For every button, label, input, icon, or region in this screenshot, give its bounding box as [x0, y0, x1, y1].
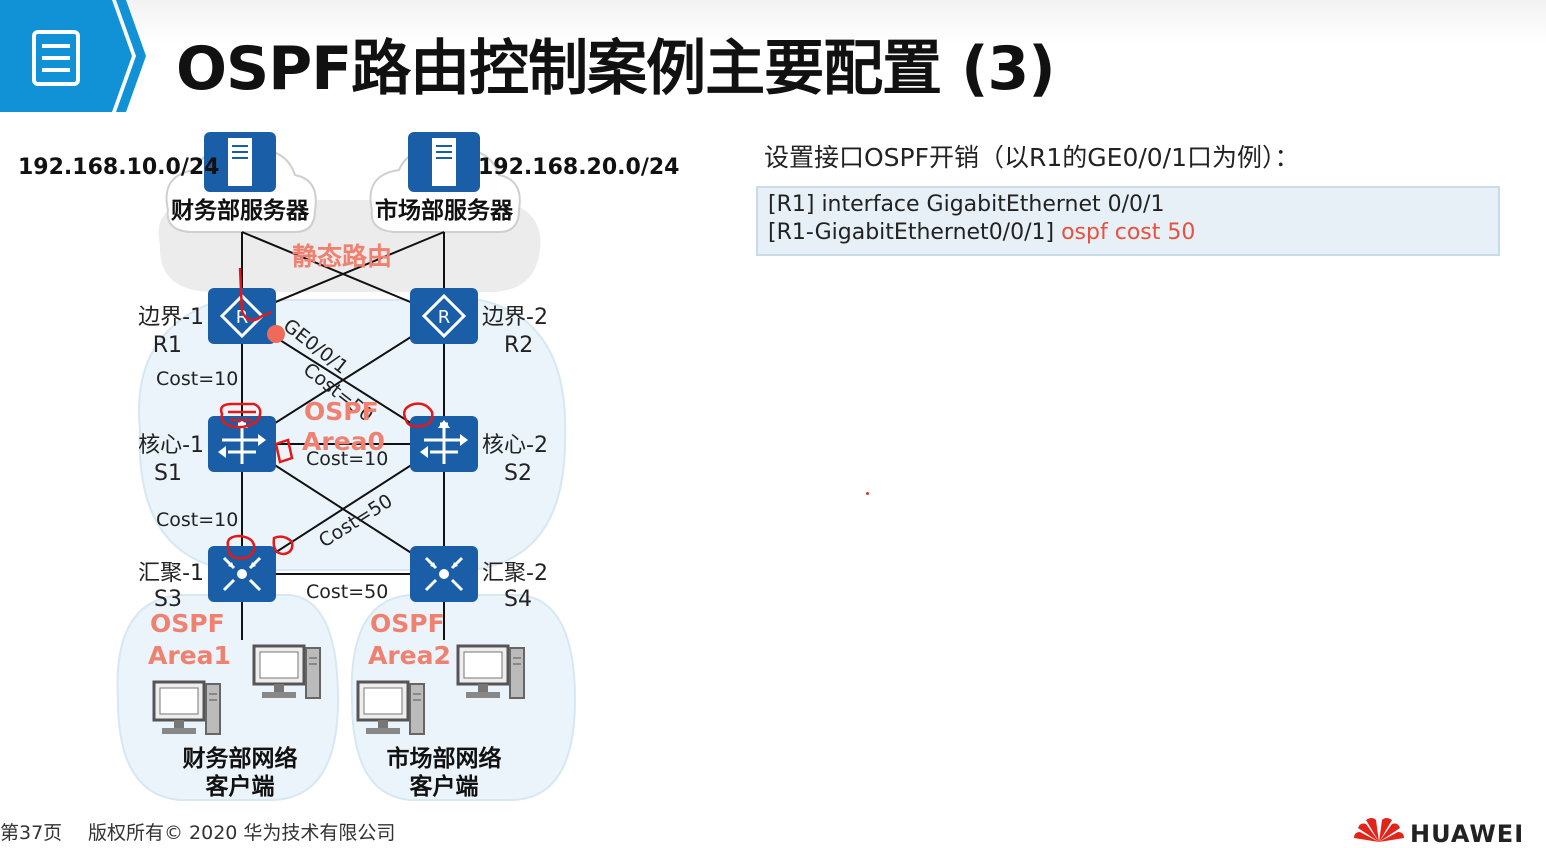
core2-name: 核心-2 — [482, 433, 548, 458]
right-client-line1: 市场部网络 — [387, 745, 502, 772]
agg2-id: S4 — [504, 587, 532, 612]
aggregation-switch-icon — [208, 546, 276, 602]
network-diagram: R — [0, 112, 700, 812]
server-icon — [408, 132, 480, 192]
cost-s3-s4: Cost=50 — [306, 581, 388, 603]
switch-icon — [208, 416, 276, 472]
area0-line1: OSPF — [304, 397, 379, 426]
right-server-label: 市场部服务器 — [375, 197, 514, 224]
agg2-name: 汇聚-2 — [482, 561, 548, 586]
switch-icon — [410, 416, 478, 472]
code-line-1-text: [R1] interface GigabitEthernet 0/0/1 — [768, 192, 1164, 217]
border1-id: R1 — [153, 333, 182, 358]
left-server-label: 财务部服务器 — [171, 197, 310, 224]
code-line-2-highlight: ospf cost 50 — [1061, 220, 1195, 245]
config-description: 设置接口OSPF开销（以R1的GE0/0/1口为例）： — [764, 138, 1300, 174]
code-line-1: [R1] interface GigabitEthernet 0/0/1 — [768, 192, 1164, 217]
core1-id: S1 — [154, 461, 182, 486]
agg1-name: 汇聚-1 — [138, 561, 204, 586]
router-icon — [410, 288, 478, 344]
cost-s1-s3: Cost=10 — [156, 509, 238, 531]
border1-name: 边界-1 — [138, 305, 204, 330]
slide-title: OSPF路由控制案例主要配置 (3) — [176, 20, 1055, 107]
page-number: 第37页 — [0, 818, 62, 845]
copyright-text: 版权所有© 2020 华为技术有限公司 — [88, 818, 395, 845]
code-line-2-text: [R1-GigabitEthernet0/0/1] — [768, 220, 1061, 245]
aggregation-switch-icon — [410, 546, 478, 602]
border2-name: 边界-2 — [482, 305, 548, 330]
right-network-label: 192.168.20.0/24 — [478, 155, 680, 180]
config-code-box: [R1] interface GigabitEthernet 0/0/1 [R1… — [756, 186, 1500, 256]
area0-line2: Area0 — [302, 427, 385, 456]
area1-line2: Area1 — [148, 641, 231, 670]
cost-r1-s1: Cost=10 — [156, 368, 238, 390]
stray-mark — [866, 492, 869, 495]
core2-id: S2 — [504, 461, 532, 486]
static-route-label: 静态路由 — [292, 242, 392, 271]
left-network-label: 192.168.10.0/24 — [18, 155, 220, 180]
area1-line1: OSPF — [150, 609, 225, 638]
core1-name: 核心-1 — [138, 433, 204, 458]
code-line-2: [R1-GigabitEthernet0/0/1] ospf cost 50 — [768, 220, 1195, 245]
border2-id: R2 — [504, 333, 533, 358]
huawei-logo-icon — [1352, 814, 1406, 844]
area2-line1: OSPF — [370, 609, 445, 638]
area2-line2: Area2 — [368, 641, 451, 670]
document-icon — [0, 0, 150, 112]
left-client-line2: 客户端 — [206, 773, 275, 800]
right-client-line2: 客户端 — [410, 773, 479, 800]
left-client-line1: 财务部网络 — [183, 745, 298, 772]
